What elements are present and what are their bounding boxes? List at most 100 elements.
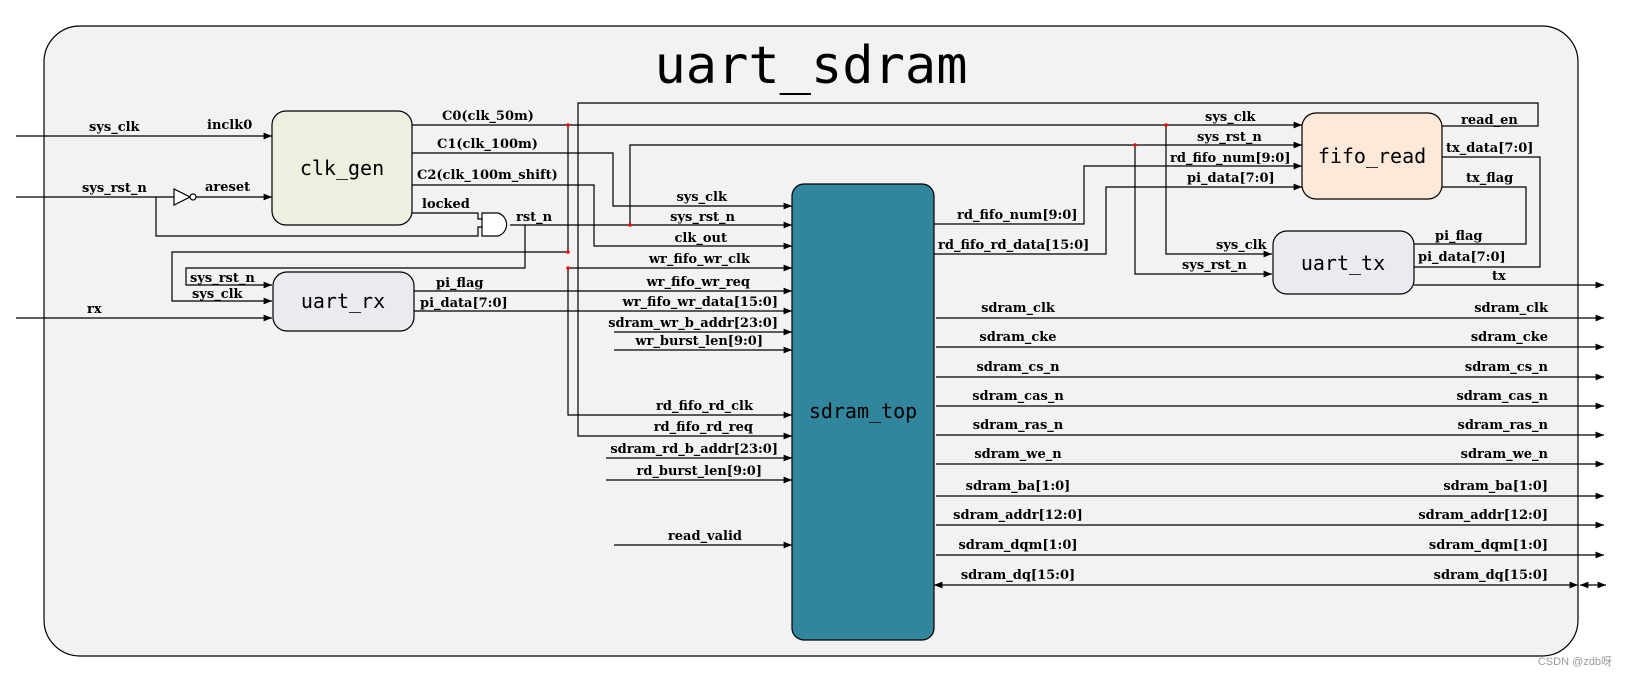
label-sdram-top-sdram-we-n: sdram_we_n [974,447,1062,462]
label-port-sdram-dq: sdram_dq[15:0] [1434,568,1548,583]
module-uart-rx[interactable] [272,271,415,332]
label-port-sdram-we-n: sdram_we_n [1461,447,1549,462]
label-locked: locked [422,197,470,212]
label-st-wr-fifo-wr-clk: wr_fifo_wr_clk [648,252,751,267]
label-st-wr-fifo-wr-req: wr_fifo_wr_req [645,275,750,290]
label-areset: areset [205,180,250,195]
label-port-sdram-clk: sdram_clk [1474,301,1549,316]
label-st-rd-fifo-rd-data: rd_fifo_rd_data[15:0] [938,238,1089,253]
module-fifo-read[interactable] [1301,112,1443,200]
label-sdram-top-sdram-cs-n: sdram_cs_n [976,360,1060,375]
label-fr-sys-rst-n: sys_rst_n [1197,130,1262,145]
wire-c0-to-uart-rx [171,125,569,305]
wire-rst-n-to-fifo-read [629,141,1302,225]
label-tx-pi-data: pi_data[7:0] [1418,250,1506,265]
label-fr-pi-data: pi_data[7:0] [1187,171,1275,186]
module-uart-tx-label: uart_tx [1301,251,1385,275]
module-uart-rx-label: uart_rx [301,289,385,313]
label-sdram-top-sdram-cas-n: sdram_cas_n [972,389,1064,404]
label-port-sdram-ras-n: sdram_ras_n [1458,418,1549,433]
label-sdram-top-sdram-cke: sdram_cke [979,330,1056,345]
label-st-wr-fifo-wr-data: wr_fifo_wr_data[15:0] [622,295,778,310]
label-in-rx: rx [87,302,102,317]
label-st-sys-clk: sys_clk [676,190,728,205]
module-clk-gen[interactable] [271,110,413,226]
label-st-rd-burst-len: rd_burst_len[9:0] [636,464,762,479]
label-rx-sys-clk: sys_clk [192,287,244,302]
junction-dot [566,266,570,270]
label-tx-tx: tx [1492,269,1506,284]
label-fr-rd-fifo-num: rd_fifo_num[9:0] [1170,151,1291,166]
label-fr-sys-clk: sys_clk [1205,110,1257,125]
label-st-sys-rst-n: sys_rst_n [670,210,735,225]
label-rx-pi-flag: pi_flag [436,276,484,291]
label-sdram-top-sdram-clk: sdram_clk [981,301,1056,316]
module-sdram-top[interactable] [791,183,935,641]
wire-locked [412,212,482,220]
label-in-sys-rst-n: sys_rst_n [82,181,147,196]
wire-tx-data [1414,156,1541,268]
label-fr-read-en: read_en [1461,113,1518,128]
label-port-sdram-cke: sdram_cke [1471,330,1548,345]
label-c0: C0(clk_50m) [442,109,534,124]
label-port-sdram-ba: sdram_ba[1:0] [1443,479,1548,494]
module-uart-tx[interactable] [1272,230,1415,295]
wire-clk-to-uart-tx [1165,125,1272,258]
signal-labels: sys_clk sys_rst_n rx inclk0 areset C0(cl… [82,109,1533,544]
junction-dot [1133,143,1137,147]
label-port-sdram-cas-n: sdram_cas_n [1456,389,1548,404]
wire-rst-to-and [155,197,482,237]
label-sdram-top-sdram-dqm: sdram_dqm[1:0] [958,538,1077,553]
wire-rd-fifo-rd-data [934,183,1302,255]
label-st-wr-burst-len: wr_burst_len[9:0] [634,334,763,349]
wire-tx-flag [1414,186,1527,245]
label-port-sdram-addr: sdram_addr[12:0] [1418,508,1548,523]
junction-dot [1164,123,1168,127]
junction-dot [566,123,570,127]
label-rx-pi-data: pi_data[7:0] [420,296,508,311]
wire-rd-fifo-rd-clk [567,268,792,419]
label-rx-sys-rst-n: sys_rst_n [190,271,255,286]
wire-rst-n-to-uart-tx [1134,145,1272,278]
wire-c1-clk-100m [412,152,792,210]
sdram-bus-wires [934,314,1606,589]
label-sdram-top-sdram-dq: sdram_dq[15:0] [961,568,1075,583]
label-inclk0: inclk0 [207,118,252,133]
label-st-rd-fifo-num: rd_fifo_num[9:0] [957,208,1078,223]
label-tx-sys-clk: sys_clk [1216,238,1268,253]
label-st-rd-fifo-rd-req: rd_fifo_rd_req [654,420,753,435]
module-fifo-read-label: fifo_read [1318,144,1426,168]
label-fr-tx-flag: tx_flag [1466,171,1513,186]
inverter-gate [173,188,197,206]
wire-read-en [577,102,1539,440]
label-fr-tx-data: tx_data[7:0] [1446,141,1533,156]
label-st-rd-fifo-rd-clk: rd_fifo_rd_clk [656,399,754,414]
label-st-sdram-rd-b-addr: sdram_rd_b_addr[23:0] [610,442,778,457]
junction-dot [566,250,570,254]
watermark: CSDN @zdb呀 [1538,655,1612,668]
label-tx-sys-rst-n: sys_rst_n [1182,258,1247,273]
module-sdram-top-label: sdram_top [809,399,917,423]
label-c1: C1(clk_100m) [437,137,538,152]
wire-rd-fifo-num [934,162,1302,225]
label-rst-n: rst_n [516,210,553,225]
and-gate [481,212,508,237]
label-sdram-top-sdram-addr: sdram_addr[12:0] [953,508,1083,523]
label-c2: C2(clk_100m_shift) [417,168,558,183]
label-in-sys-clk: sys_clk [89,120,141,135]
module-clk-gen-label: clk_gen [300,156,384,180]
junction-dot [628,223,632,227]
label-tx-pi-flag: pi_flag [1435,229,1483,244]
label-sdram-top-sdram-ras-n: sdram_ras_n [973,418,1064,433]
label-port-sdram-cs-n: sdram_cs_n [1465,360,1549,375]
label-port-sdram-dqm: sdram_dqm[1:0] [1429,538,1548,553]
label-st-sdram-wr-b-addr: sdram_wr_b_addr[23:0] [608,316,778,331]
wire-c2-clk-shift [412,184,792,250]
label-st-clk-out: clk_out [675,231,728,246]
diagram-title: uart_sdram [654,36,967,96]
junction-dots [566,123,1168,270]
label-st-read-valid: read_valid [668,529,742,544]
wire-rst-n-to-uart-rx [185,225,526,289]
label-sdram-top-sdram-ba: sdram_ba[1:0] [966,479,1071,494]
